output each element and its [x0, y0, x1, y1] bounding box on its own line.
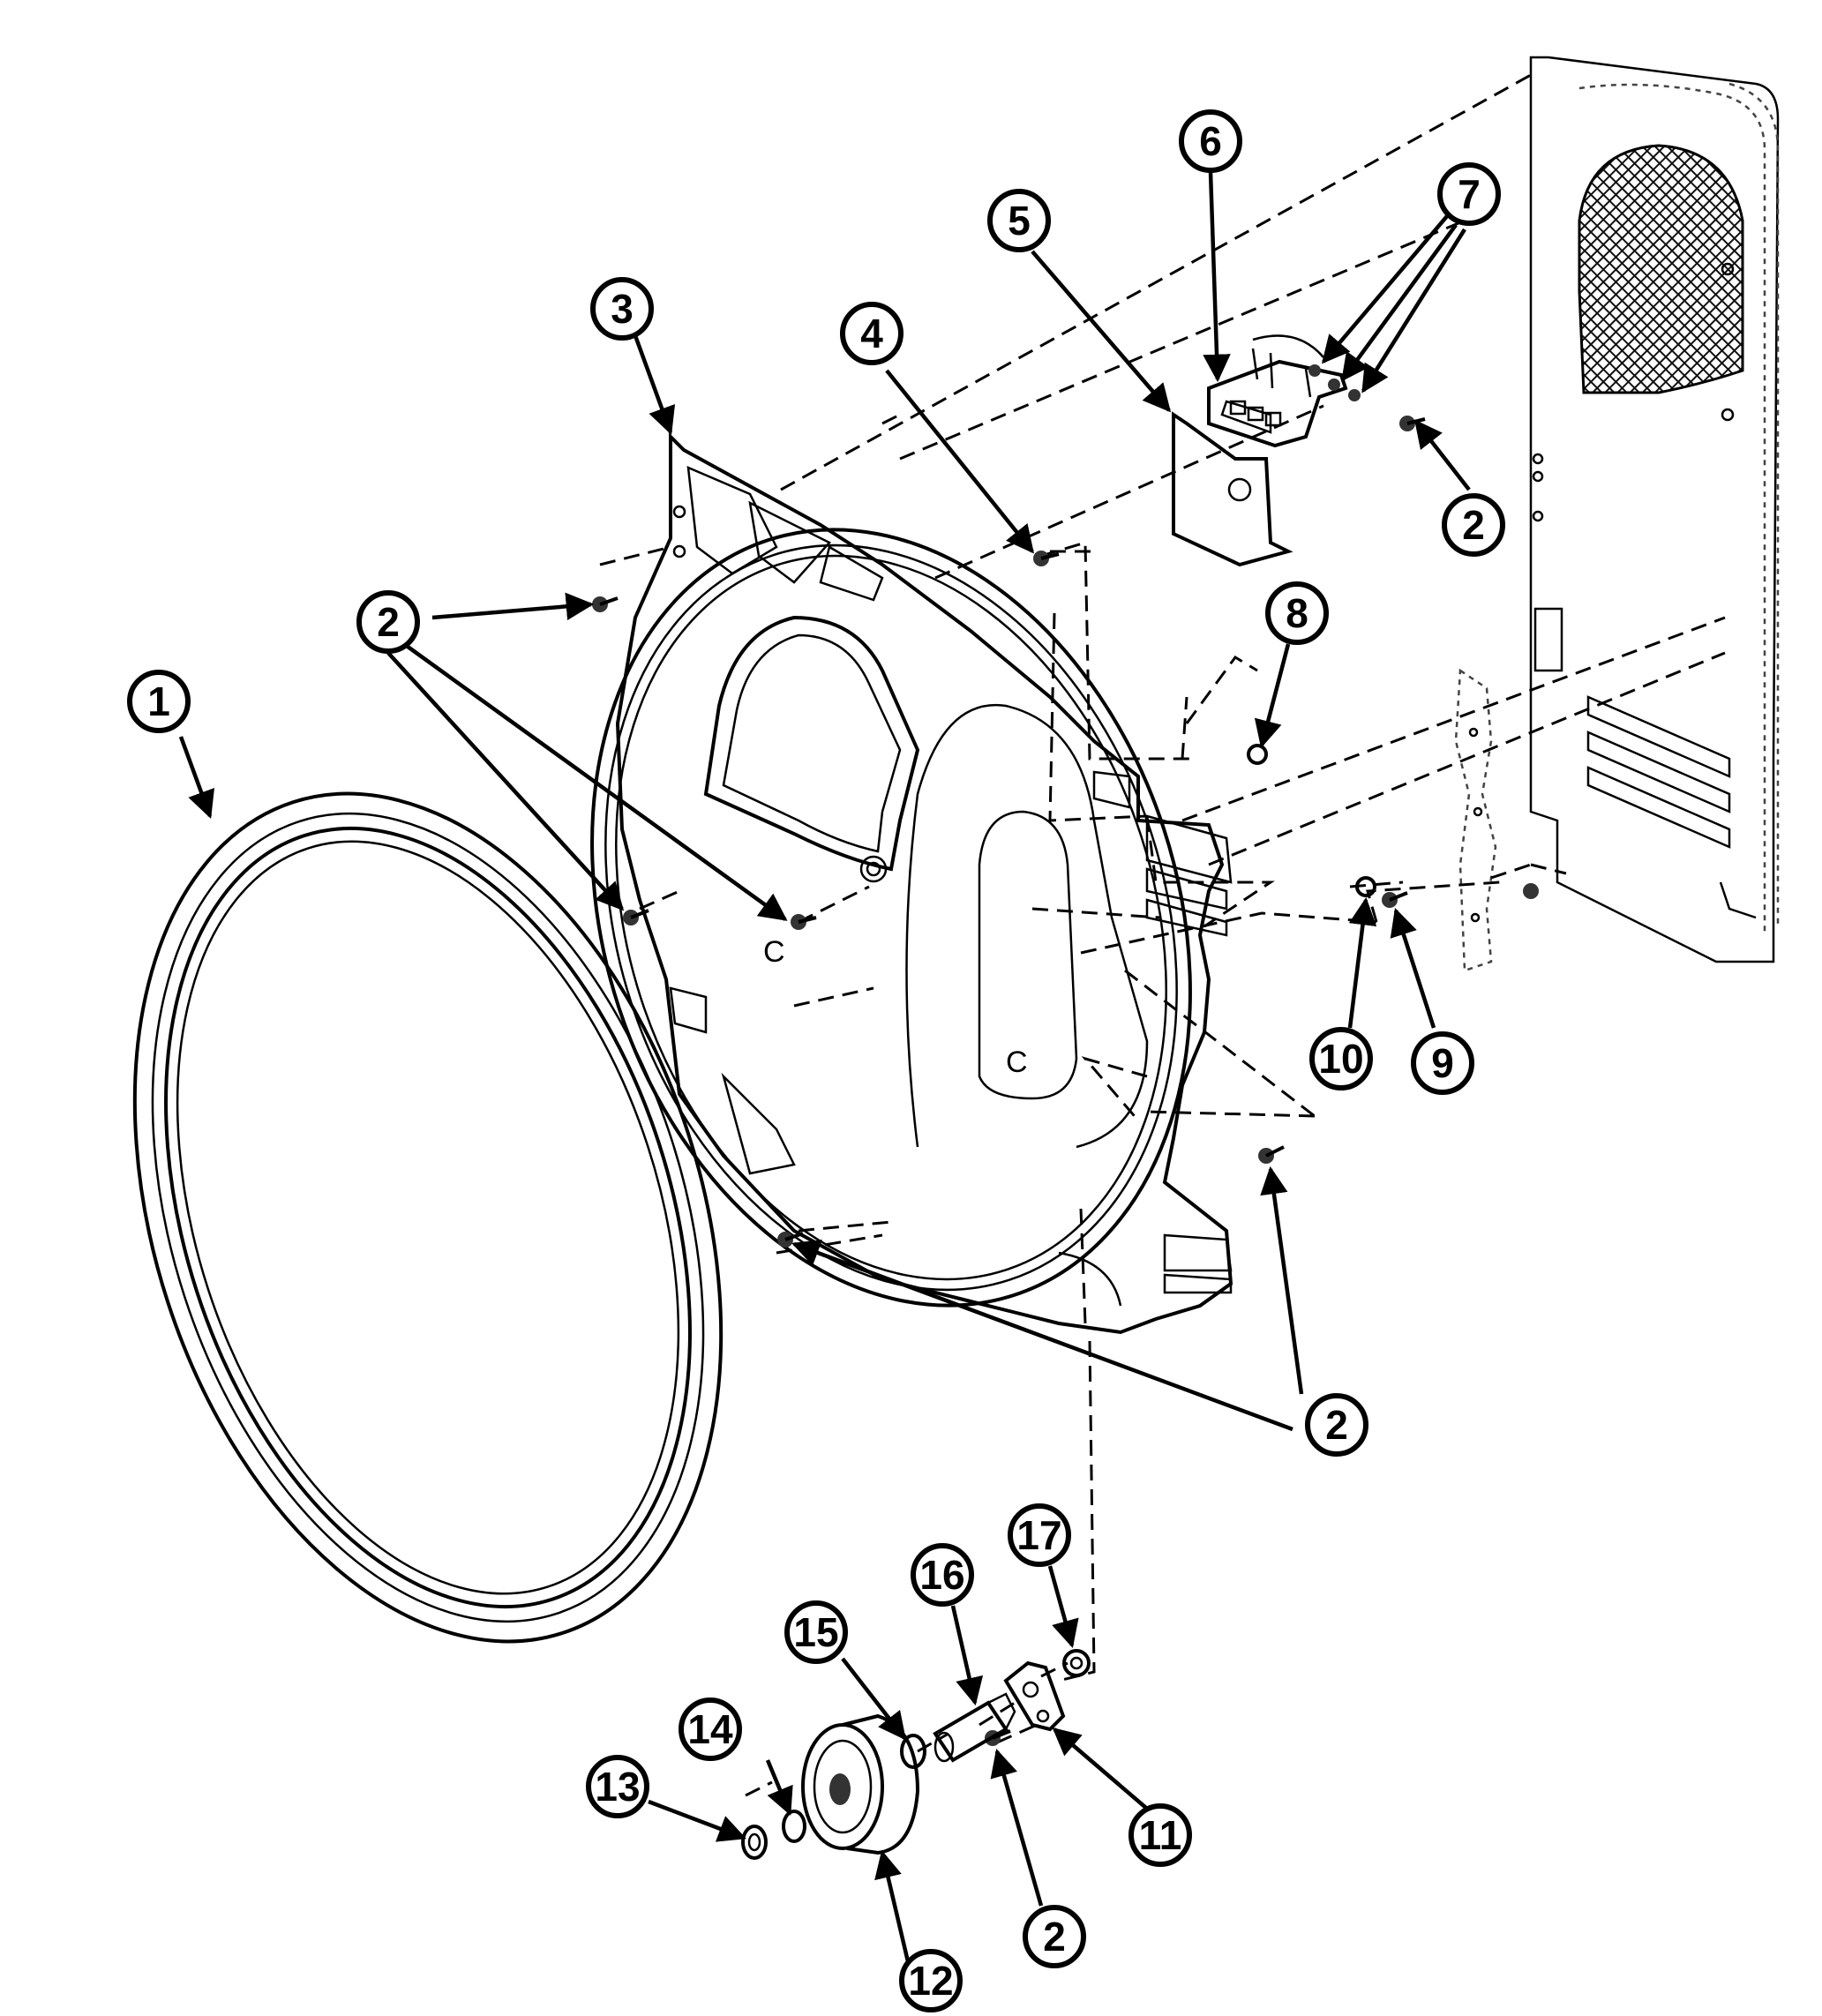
- screw-h: [1308, 364, 1321, 377]
- fasteners: [592, 364, 1539, 1746]
- screw-d: [623, 909, 649, 926]
- callout-17: 17: [1008, 1503, 1071, 1567]
- screw-b: [1033, 551, 1060, 566]
- callout-3: 3: [590, 277, 654, 341]
- svg-text:10: 10: [1318, 1036, 1363, 1082]
- svg-text:15: 15: [793, 1609, 838, 1655]
- callout-12: 12: [899, 1949, 963, 2012]
- roller-assembly: [741, 1649, 1091, 1860]
- svg-text:2: 2: [1043, 1914, 1066, 1960]
- callout-4: 4: [840, 302, 904, 365]
- screw-i: [1328, 378, 1340, 391]
- callout-8: 8: [1265, 581, 1329, 645]
- retainer-ring-13: [741, 1825, 768, 1860]
- washer-10: [1355, 876, 1376, 897]
- callout-2-top-right: 2: [1442, 493, 1505, 557]
- roller-bracket-11: [1003, 1660, 1066, 1732]
- svg-text:14: 14: [687, 1706, 733, 1752]
- svg-text:16: 16: [919, 1552, 964, 1598]
- callout-15: 15: [784, 1600, 848, 1664]
- callout-14: 14: [679, 1697, 742, 1761]
- callout-5: 5: [987, 189, 1051, 252]
- svg-text:13: 13: [595, 1764, 640, 1810]
- cabinet-panel: [1529, 56, 1780, 963]
- svg-text:4: 4: [860, 311, 883, 356]
- callout-11: 11: [1128, 1803, 1192, 1867]
- roller-wheel: [801, 1713, 920, 1855]
- svg-text:5: 5: [1008, 198, 1031, 244]
- nut-8: [1247, 744, 1268, 765]
- svg-text:2: 2: [1462, 502, 1485, 548]
- callout-1: 1: [127, 670, 191, 733]
- inner-bracket: [1454, 668, 1497, 972]
- vent-mesh: [1578, 144, 1744, 394]
- callout-6: 6: [1179, 109, 1242, 173]
- screw-c: [791, 914, 817, 930]
- callout-2-left: 2: [356, 590, 420, 654]
- nut-17: [1062, 1649, 1091, 1677]
- svg-text:C: C: [1006, 1045, 1028, 1079]
- screw-e: [1258, 1145, 1285, 1164]
- screw-j: [1348, 389, 1361, 401]
- svg-text:12: 12: [908, 1958, 953, 2004]
- front-seal-ring: [132, 791, 724, 1644]
- screw-k: [1523, 883, 1539, 899]
- callout-7: 7: [1437, 162, 1501, 226]
- svg-text:C: C: [763, 935, 785, 969]
- svg-text:9: 9: [1431, 1040, 1454, 1086]
- screw-f: [777, 1232, 804, 1248]
- svg-text:6: 6: [1199, 118, 1222, 164]
- callout-16: 16: [911, 1543, 974, 1607]
- washer-15: [900, 1734, 926, 1769]
- svg-text:2: 2: [377, 599, 400, 645]
- leader-lines: [178, 171, 1471, 2004]
- terminal-block: [1207, 334, 1348, 448]
- callout-2-bottom-right: 2: [1305, 1393, 1368, 1457]
- screw-a: [592, 596, 619, 612]
- callout-2-bottom: 2: [1023, 1905, 1086, 1968]
- screw-9: [1382, 891, 1408, 908]
- svg-text:3: 3: [611, 286, 634, 332]
- svg-text:2: 2: [1325, 1402, 1348, 1448]
- callout-10: 10: [1309, 1027, 1373, 1090]
- svg-text:8: 8: [1286, 590, 1308, 636]
- terminal-bracket: [1172, 411, 1293, 567]
- svg-text:1: 1: [147, 678, 170, 724]
- svg-text:17: 17: [1016, 1512, 1061, 1558]
- washer-14: [782, 1810, 806, 1843]
- axle-16: [933, 1692, 1016, 1763]
- callout-13: 13: [586, 1755, 649, 1818]
- callout-9: 9: [1411, 1031, 1474, 1095]
- svg-text:7: 7: [1458, 171, 1481, 217]
- svg-text:11: 11: [1139, 1812, 1182, 1858]
- front-bulkhead: C C: [590, 432, 1233, 1335]
